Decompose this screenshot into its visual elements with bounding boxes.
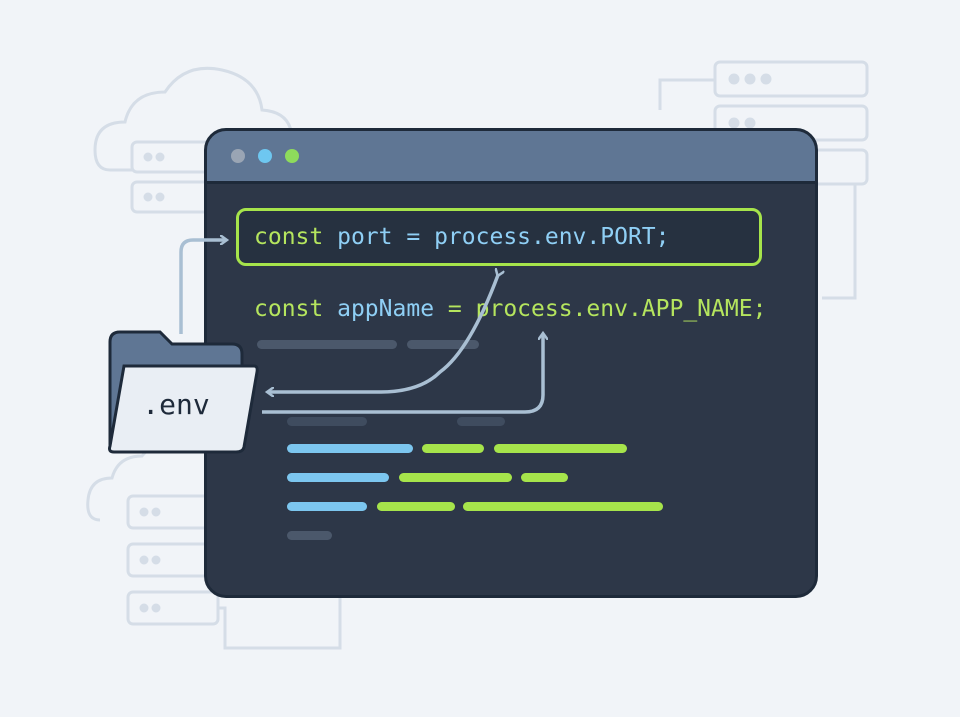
code-placeholder-bar [494, 444, 627, 453]
code-expression: process.env.APP_NAME; [475, 296, 767, 322]
code-keyword: const [254, 296, 324, 322]
code-placeholder-bar [287, 502, 367, 511]
code-editor-window: const port = process.env.PORT; const app… [204, 128, 818, 598]
code-expression: process.env.PORT; [434, 224, 670, 250]
code-placeholder-bar [287, 444, 413, 453]
code-operator: = [406, 224, 421, 250]
window-titlebar [207, 131, 815, 184]
code-line-appname: const appName = process.env.APP_NAME; [254, 296, 766, 322]
code-variable: port [337, 224, 393, 250]
server-icon [130, 140, 224, 214]
close-dot[interactable] [231, 149, 245, 163]
code-placeholder-bar [463, 502, 663, 511]
highlighted-code-line [236, 208, 762, 266]
code-placeholder-bar [422, 444, 484, 453]
code-placeholder-bar [457, 417, 505, 426]
server-icon [126, 494, 342, 650]
code-placeholder-bar [287, 473, 389, 482]
code-variable: appName [337, 296, 435, 322]
env-file-label: .env [142, 388, 210, 421]
code-keyword: const [254, 224, 324, 250]
code-placeholder-bar [377, 502, 455, 511]
minimize-dot[interactable] [258, 149, 272, 163]
code-placeholder-bar [399, 473, 512, 482]
code-placeholder-bar [407, 340, 479, 349]
code-line-port: const port = process.env.PORT; [254, 224, 669, 250]
code-operator: = [447, 296, 462, 322]
maximize-dot[interactable] [285, 149, 299, 163]
code-placeholder-bar [287, 417, 367, 426]
code-placeholder-bar [287, 531, 332, 540]
code-placeholder-bar [521, 473, 568, 482]
code-placeholder-bar [257, 340, 397, 349]
